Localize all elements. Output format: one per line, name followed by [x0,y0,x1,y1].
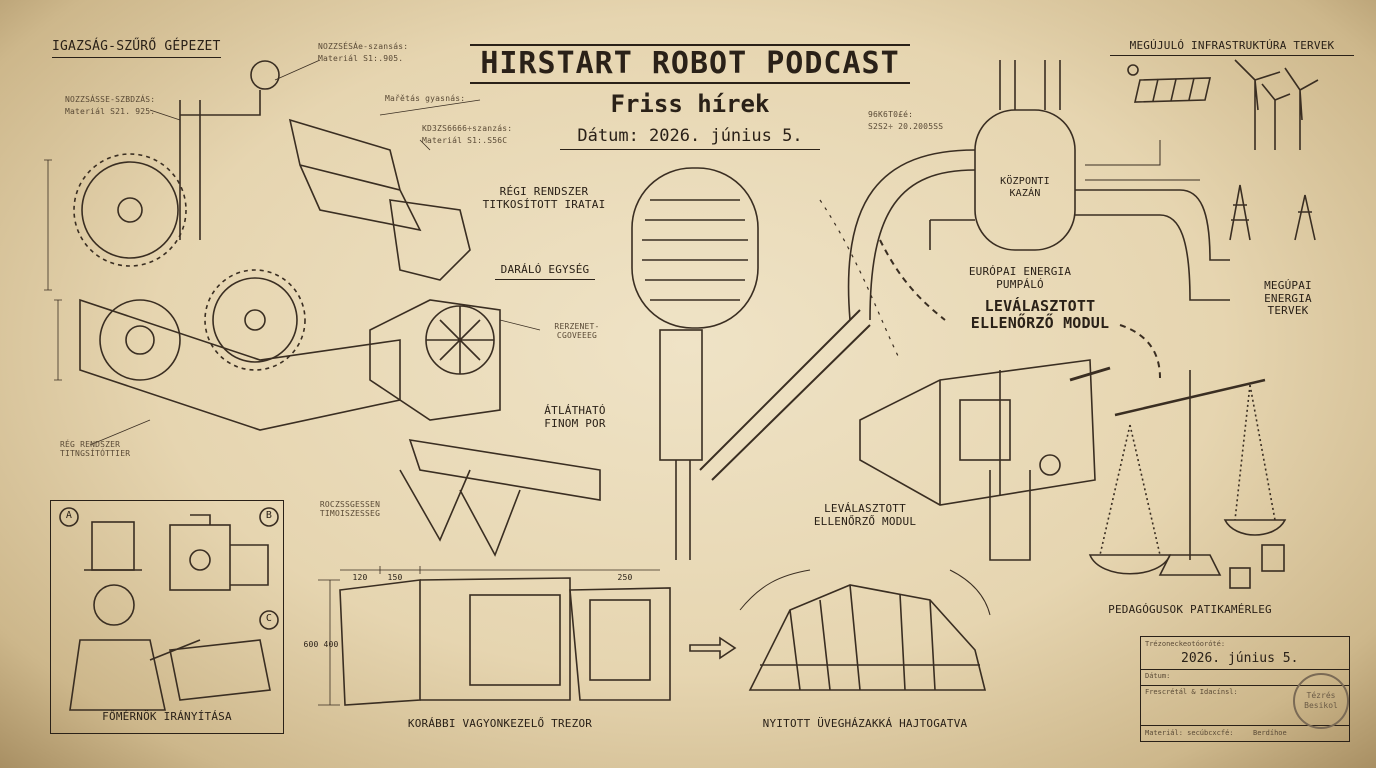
label-eu-plans: MEGÚPAI ENERGIA TERVEK [1264,279,1312,318]
title-block-label: Dátum: [1145,672,1171,680]
label-renewable: MEGÚJULÓ INFRASTRUKTÚRA TERVEK [1110,39,1354,56]
annotation: 96K6T0£é: [868,110,914,119]
label-detached-module-large: LEVÁLASZTOTT ELLENŐRZŐ MODUL [970,297,1110,333]
annotation: NOZZSÉSÁe-szansás: [318,42,409,51]
conveyor [408,439,601,501]
inset-marker-c [259,610,279,630]
sun-icon [1127,64,1139,76]
stamp-text: Tézrés Besikol [1304,691,1338,710]
label-greenhouse: NYITOTT ÜVEGHÁZAKKÁ HAJTOGATVA [762,717,968,730]
label-shredder: DARÁLÓ EGYSÉG [495,263,595,280]
stamp-seal: Tézrés Besikol [1293,673,1349,729]
label-boiler: KÖZPONTI KAZÁN [1000,176,1050,199]
dimension-label: 120 [352,573,368,582]
annotation: RERZENET-CGOVEEEG [554,322,600,341]
title-block-label: Trézoneckeotóoróté: [1145,640,1226,648]
document-stack [288,118,422,232]
balance-scale-icon [1088,370,1287,589]
page-date: Dátum: 2026. június 5. [560,126,820,150]
annotation: Materiál S1:.905. [318,54,404,63]
vault-icon [318,566,671,706]
engineer-figure [69,521,271,711]
label-truth-filter: IGAZSÁG-SZŰRŐ GÉPEZET [52,39,221,58]
boiler-icon [847,60,1230,321]
flow-arrow [879,239,946,321]
gear-icon [99,299,181,381]
annotation: ROCZSSGESSEN TIMOISZESSEG [319,500,381,519]
flow-arrow [1119,324,1161,379]
dimension-label: 600 [303,640,319,649]
inset-marker-b [259,507,279,527]
annotation: Mařětás gyasnás: [385,94,466,103]
annotation: NOZZSÁSSE-SZBDZÁS: [65,95,156,104]
page-title: HIRSTART ROBOT PODCAST [470,44,910,84]
page-subtitle: Friss hírek [610,90,770,118]
solar-panel-icon [1133,77,1212,103]
annotation: Materiál S1:.S56C [422,136,508,145]
label-scale: PEDAGÓGUSOK PATIKAMÉRLEG [1108,603,1272,616]
microphone-icon [631,167,871,560]
dimension-label: 400 [323,640,339,649]
dimension-label: 250 [617,573,633,582]
title-block: Trézoneckeotóoróté: 2026. június 5. Dátu… [1140,636,1350,742]
engineer-inset-panel: FŐMÉRNÖK IRÁNYÍTÁSA [50,500,284,734]
machine-base [79,298,401,431]
inset-marker-c-label: C [265,613,273,624]
label-eu-pump: EURÓPAI ENERGIA PUMPÁLÓ [968,265,1072,291]
title-block-label: Materiál: secúbcxcfé: [1145,729,1234,737]
inset-marker-b-label: B [265,510,273,521]
annotation: KD3ZS6666÷szanzás: [422,124,513,133]
label-detached-module-small: LEVÁLASZTOTT ELLENŐRZŐ MODUL [813,502,917,528]
label-old-docs: RÉGI RENDSZER TITKOSÍTOTT IRATAI [482,185,606,211]
annotation: Materiál S21. 925. [65,107,156,116]
label-engineer: FŐMÉRNÖK IRÁNYÍTÁSA [102,710,232,723]
title-block-date: 2026. június 5. [1181,651,1299,666]
hopper [389,199,471,281]
power-pylon-icon [1229,184,1316,241]
annotation: RÉG RENDSZER TITNGSÍTÓTTIER [60,440,131,459]
gear-icon [204,269,306,371]
gear-icon [73,153,187,267]
inset-marker-a [59,507,79,527]
vise-module-icon [859,359,1111,561]
greenhouse-icon [748,584,987,691]
pipe [179,90,261,240]
inset-diagram [169,514,269,591]
label-powder: ÁTLÁTHATÓ FINOM POR [544,404,606,430]
title-block-value: Berdíhoe [1253,729,1287,737]
label-vault: KORÁBBI VAGYONKEZELŐ TREZOR [407,717,593,730]
annotation: S2S2÷ 20.2005SS [868,122,944,131]
valve-wheel-icon [250,60,280,90]
dimension-label: 150 [387,573,403,582]
title-block-label: Frescrétál & Idacínsl: [1145,688,1238,696]
arrow-icon [689,636,737,660]
wind-turbine-icon [1234,59,1319,150]
inset-marker-a-label: A [65,510,73,521]
